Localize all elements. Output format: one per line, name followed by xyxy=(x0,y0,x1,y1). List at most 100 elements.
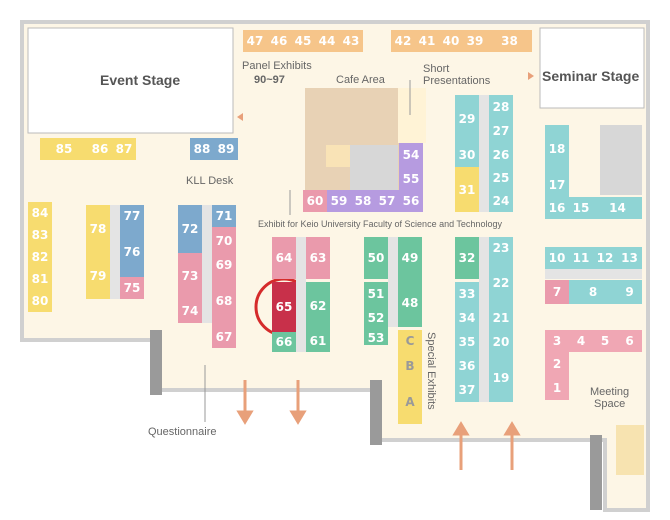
cafe-area-label: Cafe Area xyxy=(336,74,385,86)
booth-69[interactable]: 69 xyxy=(212,254,236,276)
booth-27[interactable]: 27 xyxy=(489,119,513,143)
cafe-block xyxy=(350,145,398,190)
booth-51[interactable]: 51 xyxy=(364,282,388,306)
booth-special-c[interactable]: C xyxy=(398,330,422,352)
booth-9[interactable]: 9 xyxy=(617,280,642,304)
booth-37[interactable]: 37 xyxy=(455,378,479,402)
booth-32[interactable]: 32 xyxy=(455,237,479,279)
booth-68[interactable]: 68 xyxy=(212,276,236,326)
booth-65[interactable]: 65 xyxy=(272,282,296,332)
booth-76[interactable]: 76 xyxy=(120,227,144,277)
booth-18[interactable]: 18 xyxy=(545,125,569,173)
booth-19[interactable]: 19 xyxy=(489,354,513,402)
booth-62[interactable]: 62 xyxy=(306,282,330,330)
seminar-stage-area xyxy=(539,27,645,109)
booth-21[interactable]: 21 xyxy=(489,306,513,330)
booth-79[interactable]: 79 xyxy=(86,253,110,299)
booth-30[interactable]: 30 xyxy=(455,143,479,167)
booth-7[interactable]: 7 xyxy=(545,280,569,304)
booth-86[interactable]: 86 xyxy=(88,138,112,160)
booth-73[interactable]: 73 xyxy=(178,253,202,299)
booth-89[interactable]: 89 xyxy=(214,138,238,160)
booth-60[interactable]: 60 xyxy=(303,190,327,212)
booth-64[interactable]: 64 xyxy=(272,237,296,279)
booth-74[interactable]: 74 xyxy=(178,299,202,323)
short-presentation-area xyxy=(398,88,426,143)
booth-46[interactable]: 46 xyxy=(267,30,291,52)
booth-8[interactable]: 8 xyxy=(569,280,617,304)
booth-38[interactable]: 38 xyxy=(487,30,532,52)
booth-29[interactable]: 29 xyxy=(455,95,479,143)
booth-52[interactable]: 52 xyxy=(364,306,388,330)
booth-20[interactable]: 20 xyxy=(489,330,513,354)
booth-6[interactable]: 6 xyxy=(617,330,642,352)
booth-11[interactable]: 11 xyxy=(569,247,593,269)
booth-1[interactable]: 1 xyxy=(545,376,569,400)
booth-82[interactable]: 82 xyxy=(28,246,52,268)
booth-24[interactable]: 24 xyxy=(489,189,513,212)
booth-87[interactable]: 87 xyxy=(112,138,136,160)
booth-35[interactable]: 35 xyxy=(455,330,479,354)
booth-40[interactable]: 40 xyxy=(439,30,463,52)
booth-22[interactable]: 22 xyxy=(489,259,513,306)
booth-84[interactable]: 84 xyxy=(28,202,52,224)
booth-57[interactable]: 57 xyxy=(375,190,399,212)
booth-75[interactable]: 75 xyxy=(120,277,144,299)
booth-77[interactable]: 77 xyxy=(120,205,144,227)
booth-special-a[interactable]: A xyxy=(398,380,422,424)
booth-2[interactable]: 2 xyxy=(545,352,569,376)
booth-81[interactable]: 81 xyxy=(28,268,52,290)
kll-desk-label: KLL Desk xyxy=(186,175,234,187)
divider xyxy=(479,95,489,212)
booth-34[interactable]: 34 xyxy=(455,306,479,330)
booth-43[interactable]: 43 xyxy=(339,30,363,52)
booth-78[interactable]: 78 xyxy=(86,205,110,253)
booth-26[interactable]: 26 xyxy=(489,143,513,167)
booth-10[interactable]: 10 xyxy=(545,247,569,269)
booth-15[interactable]: 15 xyxy=(569,197,593,219)
booth-88[interactable]: 88 xyxy=(190,138,214,160)
booth-14[interactable]: 14 xyxy=(593,197,642,219)
booth-42[interactable]: 42 xyxy=(391,30,415,52)
booth-67[interactable]: 67 xyxy=(212,326,236,348)
booth-39[interactable]: 39 xyxy=(463,30,487,52)
booth-54[interactable]: 54 xyxy=(399,143,423,167)
booth-28[interactable]: 28 xyxy=(489,95,513,119)
meeting-space-area xyxy=(616,425,644,475)
booth-12[interactable]: 12 xyxy=(593,247,617,269)
booth-4[interactable]: 4 xyxy=(569,330,593,352)
booth-45[interactable]: 45 xyxy=(291,30,315,52)
booth-80[interactable]: 80 xyxy=(28,290,52,312)
booth-47[interactable]: 47 xyxy=(243,30,267,52)
special-exhibits-label: Special Exhibits xyxy=(425,332,437,410)
booth-85[interactable]: 85 xyxy=(40,138,88,160)
booth-13[interactable]: 13 xyxy=(617,247,642,269)
booth-56[interactable]: 56 xyxy=(399,190,423,212)
booth-48[interactable]: 48 xyxy=(398,279,422,327)
booth-72[interactable]: 72 xyxy=(178,205,202,253)
booth-25[interactable]: 25 xyxy=(489,167,513,189)
booth-58[interactable]: 58 xyxy=(351,190,375,212)
booth-53[interactable]: 53 xyxy=(364,330,388,345)
booth-special-b[interactable]: B xyxy=(398,352,422,380)
booth-59[interactable]: 59 xyxy=(327,190,351,212)
booth-70[interactable]: 70 xyxy=(212,227,236,254)
booth-16[interactable]: 16 xyxy=(545,197,569,219)
booth-44[interactable]: 44 xyxy=(315,30,339,52)
booth-33[interactable]: 33 xyxy=(455,282,479,306)
booth-31[interactable]: 31 xyxy=(455,167,479,212)
booth-23[interactable]: 23 xyxy=(489,237,513,259)
booth-71[interactable]: 71 xyxy=(212,205,236,227)
booth-63[interactable]: 63 xyxy=(306,237,330,279)
booth-5[interactable]: 5 xyxy=(593,330,617,352)
booth-83[interactable]: 83 xyxy=(28,224,52,246)
booth-17[interactable]: 17 xyxy=(545,173,569,197)
booth-49[interactable]: 49 xyxy=(398,237,422,279)
booth-36[interactable]: 36 xyxy=(455,354,479,378)
booth-61[interactable]: 61 xyxy=(306,330,330,352)
booth-55[interactable]: 55 xyxy=(399,167,423,190)
booth-3[interactable]: 3 xyxy=(545,330,569,352)
booth-50[interactable]: 50 xyxy=(364,237,388,279)
booth-66[interactable]: 66 xyxy=(272,332,296,352)
booth-41[interactable]: 41 xyxy=(415,30,439,52)
